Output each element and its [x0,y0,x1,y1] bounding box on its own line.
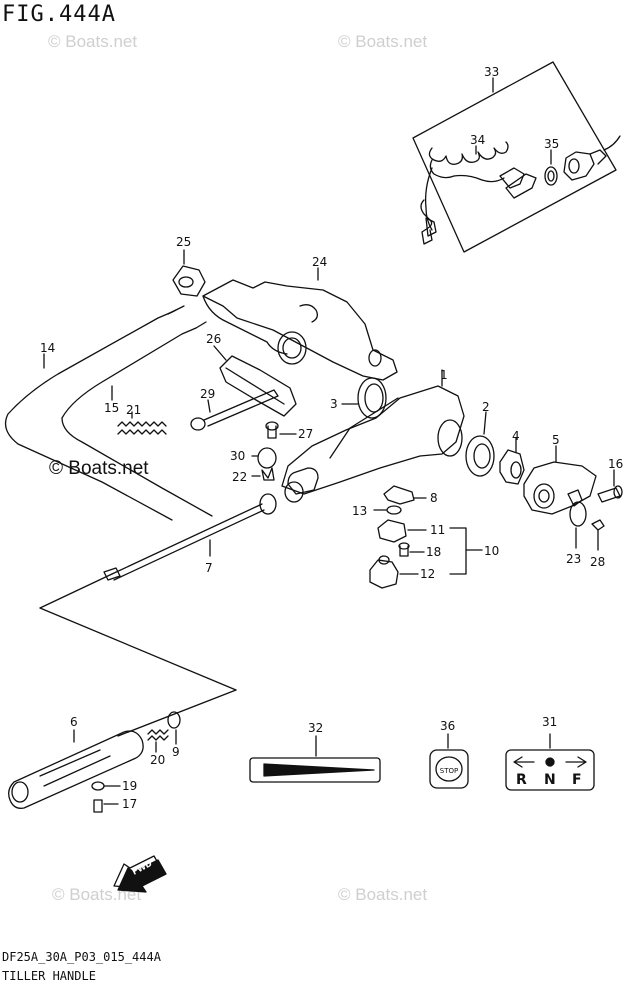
part-17-screw [93,799,119,813]
callout-22: 22 [232,470,247,484]
callout-18: 18 [426,545,441,559]
callout-10: 10 [484,544,499,558]
part-27-screw [265,421,297,439]
callout-1: 1 [440,368,448,382]
shift-decal-letter-r: R [516,772,527,788]
fwd-arrow-icon [113,855,167,893]
callout-23: 23 [566,552,581,566]
callout-16: 16 [608,457,623,471]
callout-4: 4 [512,429,520,443]
callout-36: 36 [440,719,455,733]
part-29-bolt [190,389,279,431]
callout-3: 3 [330,397,338,411]
shift-decal-letter-n: N [544,772,556,788]
part-7-throttle-shaft [103,493,277,581]
callout-29: 29 [200,387,215,401]
part-30-cap [251,447,277,469]
callout-11: 11 [430,523,445,537]
watermark-top-left: © Boats.net [48,32,138,51]
callout-12: 12 [420,567,435,581]
part-8-plate [383,485,427,505]
callout-34: 34 [470,133,485,147]
callout-26: 26 [206,332,221,346]
callout-8: 8 [430,491,438,505]
watermark-bottom-right: © Boats.net [338,885,428,904]
part-22-clip [251,467,275,481]
callout-31: 31 [542,715,557,729]
callout-27: 27 [298,427,313,441]
part-1-tiller-arm [281,369,465,503]
part-18-screw [398,542,425,557]
footer-title: TILLER HANDLE [2,969,96,983]
part-21-spring [117,411,167,435]
part-31-shift-decal [505,733,595,791]
callout-21: 21 [126,403,141,417]
part-35-stop-switch [544,135,621,186]
callout-24: 24 [312,255,327,269]
part-11-block [377,519,427,543]
part-23-washer [569,501,587,549]
part-34-coiled-lanyard [420,141,537,245]
callout-28: 28 [590,555,605,569]
callout-14: 14 [40,341,55,355]
part-9-plug [167,711,181,745]
part-3-ring [341,377,387,419]
callout-15: 15 [104,401,119,415]
callout-19: 19 [122,779,137,793]
part-5-housing [523,445,597,515]
part-10-group-bracket [449,527,483,575]
callout-33: 33 [484,65,499,79]
callout-9: 9 [172,745,180,759]
assembly-guide-lines [39,573,237,737]
part-20-spring [147,729,169,753]
part-25-bushing [172,249,206,297]
footer-code: DF25A_30A_P03_015_444A [2,950,161,964]
part-4-bushing [499,437,525,485]
callout-6: 6 [70,715,78,729]
part-19-nut [91,781,121,791]
watermark-top-right: © Boats.net [338,32,428,51]
part-36-stop-decal [429,733,469,789]
part-15-shift-cable [61,321,213,517]
part-2-washer [465,411,495,477]
part-24-tiller-bracket [202,267,398,381]
callout-32: 32 [308,721,323,735]
part-13-washer [373,505,402,515]
callout-17: 17 [122,797,137,811]
part-32-decal [249,735,381,783]
figure-title: FIG.444A [2,2,116,27]
callout-35: 35 [544,137,559,151]
callout-13: 13 [352,504,367,518]
watermark-middle: © Boats.net [49,458,149,479]
part-16-screw [597,469,623,503]
lanyard-kit-box [412,61,617,253]
callout-5: 5 [552,433,560,447]
callout-7: 7 [205,561,213,575]
part-14-throttle-cable [4,305,185,521]
part-6-throttle-grip [8,729,144,809]
part-12-knob [369,555,419,589]
callout-2: 2 [482,400,490,414]
callout-labels: 1 2 3 4 5 6 7 8 9 10 11 12 13 14 15 16 1… [40,65,623,811]
callout-20: 20 [150,753,165,767]
shift-decal-letter-f: F [572,772,582,788]
callout-30: 30 [230,449,245,463]
stop-decal-text: STOP [440,767,458,775]
part-28-screw [591,519,605,551]
callout-25: 25 [176,235,191,249]
